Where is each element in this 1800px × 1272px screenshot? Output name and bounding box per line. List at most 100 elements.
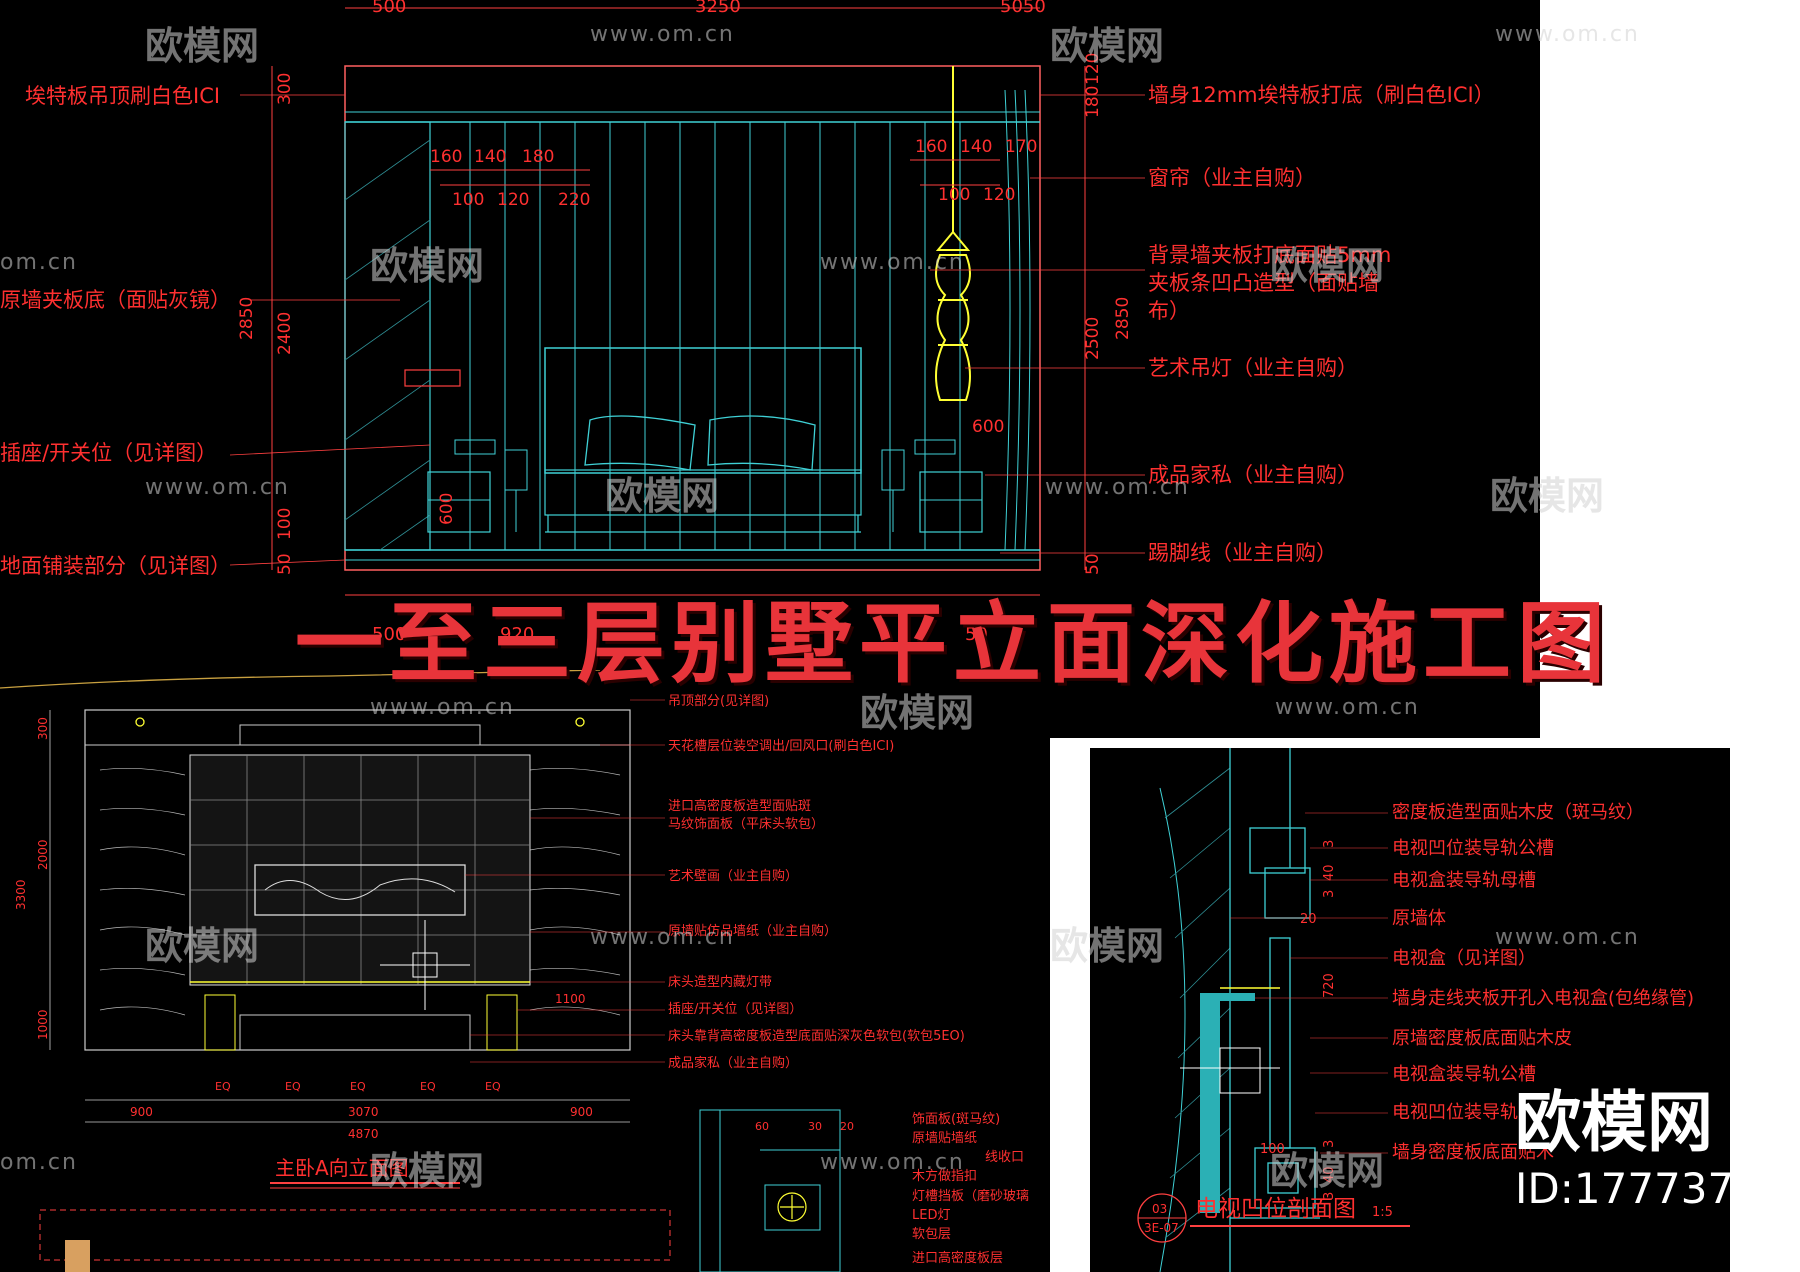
dim-bottom-1: 500 [372,624,406,645]
headboard [544,347,862,474]
brand-logo: 欧模网 [1515,1084,1713,1161]
mirror-wall [344,121,431,551]
dim-left-1: 300 [275,73,295,105]
label-bg-wall-2: 夹板条凹凸造型（面贴墙 [1148,271,1379,295]
inner-dim-9: 170 [1005,137,1037,157]
label-wall-board: 墙身12mm埃特板打底（刷白色ICI） [1148,83,1495,107]
zebra-panel [189,754,531,986]
label-bg-wall-3: 布） [1148,299,1190,323]
c-label-9: 电视凹位装导轨 [1392,1102,1518,1123]
section-c-scale: 1:5 [1372,1205,1393,1220]
b-label-zebra-1: 进口高密度板造型面贴斑 [668,798,811,814]
dim-top-3: 5050 [1000,0,1046,17]
label-curtain: 窗帘（业主自购） [1148,166,1316,190]
section-c-panel: 3 40 3 20 720 3 40 3 100 密度板造型面贴木皮（斑马纹） … [1090,748,1730,1272]
inner-dim-4: 100 [452,190,484,210]
c-dim-4: 20 [1300,912,1317,927]
label-skirting: 踢脚线（业主自购） [1148,541,1337,565]
b-dim-bottom-1: 900 [130,1105,153,1119]
b-label-socket: 插座/开关位（见详图） [668,1002,802,1017]
detail-label-8: 进口高密度板层 [912,1250,1003,1266]
inner-dim-3: 180 [522,147,554,167]
b-label-softpack: 床头靠背高密度板造型底面贴深灰色软包(软包5EO) [668,1028,965,1044]
label-mirror-wall: 原墙夹板底（面贴灰镜） [0,288,231,312]
detail-dim-3: 20 [840,1120,854,1133]
nightstand-right [919,471,983,533]
b-dim-bottom-total: 4870 [348,1127,379,1141]
eq-3: EQ [350,1080,366,1093]
inner-dim-7: 160 [915,137,947,157]
label-bg-wall-1: 背景墙夹板打底面贴5mm [1148,243,1391,267]
bed [544,469,862,516]
label-floor: 地面铺装部分（见详图） [0,554,231,578]
c-label-3: 电视盒装导轨母槽 [1392,870,1536,891]
pillow-right [707,415,816,471]
section-c-drawing: 3 40 3 20 720 3 40 3 100 密度板造型面贴木皮（斑马纹） … [1137,748,1694,1272]
nightstand-b-right [486,994,518,1051]
elevation-a-drawing: 500 3250 5050 300 2400 2850 600 100 50 1… [0,0,1495,645]
c-dim-1: 3 [1322,840,1337,848]
dim-top-2: 3250 [695,0,741,17]
detail-label-4: 木方做指扣 [912,1168,977,1184]
elevation-b-panel: 300 2000 3300 1000 1100 EQ EQ EQ EQ EQ 9… [0,670,1050,1272]
pillow-left [584,415,696,471]
b-dim-right: 1100 [555,992,586,1006]
inner-dim-8: 140 [960,137,992,157]
detail-label-3: 线收口 [985,1150,1024,1165]
b-label-furniture: 成品家私（业主自购） [668,1055,798,1071]
dim-bottom-3: 59 [965,624,988,645]
detail-label-6: LED灯 [912,1208,950,1223]
c-label-5: 电视盒（见详图） [1392,948,1536,969]
inner-dim-12: 600 [972,417,1004,437]
eq-1: EQ [215,1080,231,1093]
table-lamp-left [504,449,528,491]
c-label-7: 原墙密度板底面贴木皮 [1392,1028,1572,1049]
detail-label-1: 饰面板(斑马纹) [912,1112,1000,1127]
brand-id: ID:1777377 [1515,1164,1761,1213]
inner-dim-11: 120 [983,185,1015,205]
c-dim-8: 3 [1322,1192,1337,1200]
c-dim-7: 40 [1322,1166,1337,1183]
inner-dim-6: 220 [558,190,590,210]
detail-label-5: 灯槽挡板（磨砂玻璃 [912,1189,1029,1204]
detail-label-7: 软包层 [912,1227,951,1242]
detail-dim-1: 60 [755,1120,769,1133]
label-furniture: 成品家私（业主自购） [1148,463,1358,487]
dim-right-3: 2500 [1083,317,1103,360]
b-label-mural: 艺术壁画（业主自购） [668,868,798,884]
c-label-6: 墙身走线夹板开孔入电视盒(包绝缘管) [1392,988,1694,1009]
inner-dim-5: 120 [497,190,529,210]
detail-small [699,1109,841,1272]
b-dim-bottom-3: 900 [570,1105,593,1119]
dim-left-2: 2400 [275,312,295,355]
section-c-caption: 电视凹位剖面图 [1195,1196,1356,1222]
nightstand-left [427,471,491,533]
badge-top: 03 [1152,1202,1167,1216]
b-dim-left-3: 3300 [14,879,28,910]
eq-4: EQ [420,1080,436,1093]
dim-right-1: 180 [1083,86,1103,118]
dim-left-3: 2850 [237,297,257,340]
elevation-b-drawing: 300 2000 3300 1000 1100 EQ EQ EQ EQ EQ 9… [0,670,1029,1272]
detail-label-2: 原墙贴墙纸 [912,1131,977,1146]
b-label-ceiling: 吊顶部分(见详图) [668,694,769,709]
label-pendant: 艺术吊灯（业主自购） [1148,356,1358,380]
b-label-zebra-2: 马纹饰面板（平床头软包） [668,817,824,832]
b-dim-left-2: 2000 [36,839,50,870]
elevation-b-caption: 主卧A向立面图 [275,1156,409,1180]
eq-2: EQ [285,1080,301,1093]
c-dim-9: 100 [1260,1142,1285,1157]
detail-dim-2: 30 [808,1120,822,1133]
b-dim-left-4: 1000 [36,1009,50,1040]
dim-top-1: 500 [372,0,406,17]
label-ceiling: 埃特板吊顶刷白色ICI [25,84,220,108]
dim-bottom-2: 920 [500,624,534,645]
inner-dim-10: 100 [938,185,970,205]
nightstand-b-left [204,994,236,1051]
b-dim-bottom-2: 3070 [348,1105,379,1119]
tv-section [1229,748,1320,1272]
inner-dim-1: 160 [430,147,462,167]
label-socket: 插座/开关位（见详图） [0,441,217,465]
c-dim-2: 40 [1322,864,1337,881]
c-label-8: 电视盒装导轨公槽 [1392,1064,1536,1085]
